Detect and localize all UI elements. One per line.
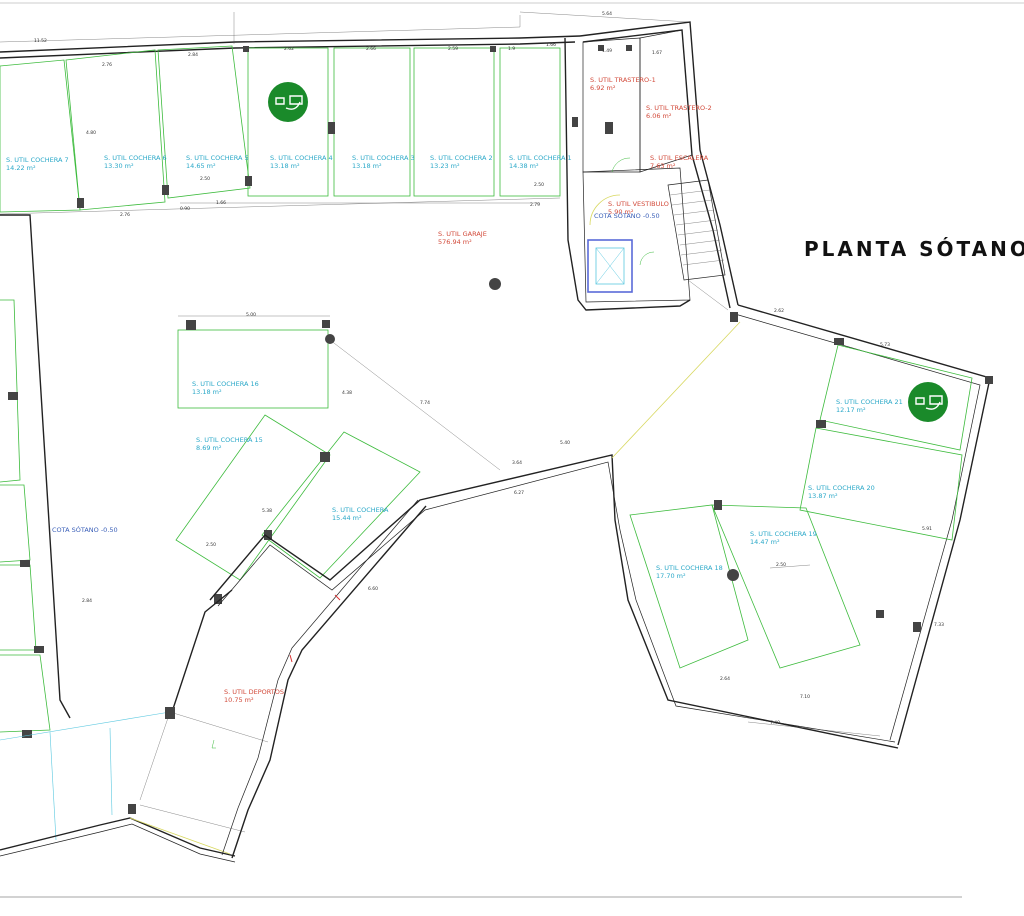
dimension-text: 2.62 bbox=[284, 46, 294, 52]
space-label: S. UTIL GARAJE bbox=[438, 230, 487, 238]
space-area: 14.47 m² bbox=[750, 538, 780, 546]
space-label: S. UTIL COCHERA 7 bbox=[6, 156, 69, 164]
dimension-text: 7.33 bbox=[934, 622, 944, 628]
dimension-text: 4.38 bbox=[342, 390, 352, 396]
space-label: S. UTIL COCHERA 19 bbox=[750, 530, 817, 538]
space-area: 14.65 m² bbox=[186, 162, 216, 170]
ev-charger-icon bbox=[908, 382, 948, 422]
dimension-text: 4.80 bbox=[86, 130, 96, 136]
ev-charger-icon bbox=[268, 82, 308, 122]
dimension-text: 2.66 bbox=[366, 46, 376, 52]
space-labels: S. UTIL COCHERA 7 14.22 m² S. UTIL COCHE… bbox=[6, 76, 903, 704]
left-bays bbox=[0, 214, 236, 863]
level-tag: COTA SÓTANO -0.50 bbox=[594, 211, 660, 220]
dimension-text: 1.66 bbox=[546, 42, 556, 48]
space-label: S. UTIL ESCALERA bbox=[650, 154, 709, 162]
space-area: 15.44 m² bbox=[332, 514, 362, 522]
dimension-text: 1.49 bbox=[602, 48, 612, 54]
stair-treads bbox=[667, 179, 729, 311]
space-label: S. UTIL COCHERA 18 bbox=[656, 564, 723, 572]
level-tag: COTA SÓTANO -0.50 bbox=[52, 525, 118, 534]
dimension-text: 2.50 bbox=[534, 182, 544, 188]
dimension-text: 7.74 bbox=[420, 400, 430, 406]
dimension-text: 5.38 bbox=[262, 508, 272, 514]
dimension-text: 6.60 bbox=[368, 586, 378, 592]
space-area: 13.18 m² bbox=[352, 162, 382, 170]
service-core bbox=[564, 21, 739, 311]
space-label: S. UTIL COCHERA 20 bbox=[808, 484, 875, 492]
dimension-labels: 11.52 2.76 2.84 2.62 2.66 2.59 1.9 1.66 … bbox=[34, 11, 944, 726]
dimension-text: 5.00 bbox=[246, 312, 256, 318]
dimension-text: 1.67 bbox=[652, 50, 662, 56]
space-area: 13.23 m² bbox=[430, 162, 460, 170]
space-area: 6.06 m² bbox=[646, 112, 672, 120]
space-area: 14.38 m² bbox=[509, 162, 539, 170]
dimension-text: 5.91 bbox=[922, 526, 932, 532]
space-label: S. UTIL VESTIBULO bbox=[608, 200, 669, 208]
space-area: 10.75 m² bbox=[224, 696, 254, 704]
dimension-text: 2.64 bbox=[720, 676, 730, 682]
dimension-text: 2.59 bbox=[448, 46, 458, 52]
dimension-text: 2.50 bbox=[776, 562, 786, 568]
dimension-text: 6.27 bbox=[514, 490, 524, 496]
dimension-text: 2.84 bbox=[188, 52, 198, 58]
dimension-text: 1.66 bbox=[216, 200, 226, 206]
space-area: 8.69 m² bbox=[196, 444, 222, 452]
top-bays bbox=[0, 11, 691, 215]
space-area: 6.92 m² bbox=[590, 84, 616, 92]
dimension-text: 5.64 bbox=[602, 11, 612, 17]
dimension-text: 2.62 bbox=[774, 308, 784, 314]
dimension-text: 7.40 bbox=[770, 720, 780, 726]
space-area: 12.17 m² bbox=[836, 406, 866, 414]
dimension-text: 5.73 bbox=[880, 342, 890, 348]
space-area: 14.22 m² bbox=[6, 164, 36, 172]
dimension-text: 2.50 bbox=[206, 542, 216, 548]
space-label: S. UTIL COCHERA 4 bbox=[270, 154, 333, 162]
dimension-text: 7.10 bbox=[800, 694, 810, 700]
dimension-text: 5.40 bbox=[560, 440, 570, 446]
space-label: S. UTIL COCHERA 16 bbox=[192, 380, 259, 388]
garage-column bbox=[489, 278, 501, 290]
elevator-box bbox=[587, 239, 633, 293]
space-area: 576.94 m² bbox=[438, 238, 472, 246]
dimension-text: 2.76 bbox=[120, 212, 130, 218]
space-label: S. UTIL TRASTERO-1 bbox=[590, 76, 656, 84]
space-area: 13.87 m² bbox=[808, 492, 838, 500]
space-label: S. UTIL DEPORTOS bbox=[224, 688, 284, 696]
dimension-text: 3.64 bbox=[512, 460, 522, 466]
central-island bbox=[139, 315, 899, 859]
space-label: S. UTIL COCHERA bbox=[332, 506, 389, 514]
dimension-text: 1.9 bbox=[508, 46, 515, 52]
space-label: S. UTIL COCHERA 3 bbox=[352, 154, 415, 162]
space-label: S. UTIL COCHERA 15 bbox=[196, 436, 263, 444]
space-label: S. UTIL COCHERA 2 bbox=[430, 154, 493, 162]
space-area: 7.63 m² bbox=[650, 162, 676, 170]
space-area: 13.18 m² bbox=[270, 162, 300, 170]
right-wing bbox=[611, 304, 993, 746]
space-area: 13.30 m² bbox=[104, 162, 134, 170]
space-label: S. UTIL COCHERA 6 bbox=[104, 154, 167, 162]
space-label: S. UTIL COCHERA 21 bbox=[836, 398, 903, 406]
space-area: 17.70 m² bbox=[656, 572, 686, 580]
dimension-text: 2.76 bbox=[102, 62, 112, 68]
dimension-text: 0.90 bbox=[180, 206, 190, 212]
dimension-text: 2.79 bbox=[530, 202, 540, 208]
dimension-text: 11.52 bbox=[34, 38, 47, 44]
plan-title: PLANTA SÓTANO bbox=[804, 237, 1024, 261]
space-label: S. UTIL COCHERA 1 bbox=[509, 154, 572, 162]
dimension-text: 2.84 bbox=[82, 598, 92, 604]
space-area: 5.90 m² bbox=[608, 208, 634, 216]
space-label: S. UTIL TRASTERO-2 bbox=[646, 104, 712, 112]
dimension-text: 2.50 bbox=[200, 176, 210, 182]
space-area: 13.18 m² bbox=[192, 388, 222, 396]
space-label: S. UTIL COCHERA 5 bbox=[186, 154, 249, 162]
